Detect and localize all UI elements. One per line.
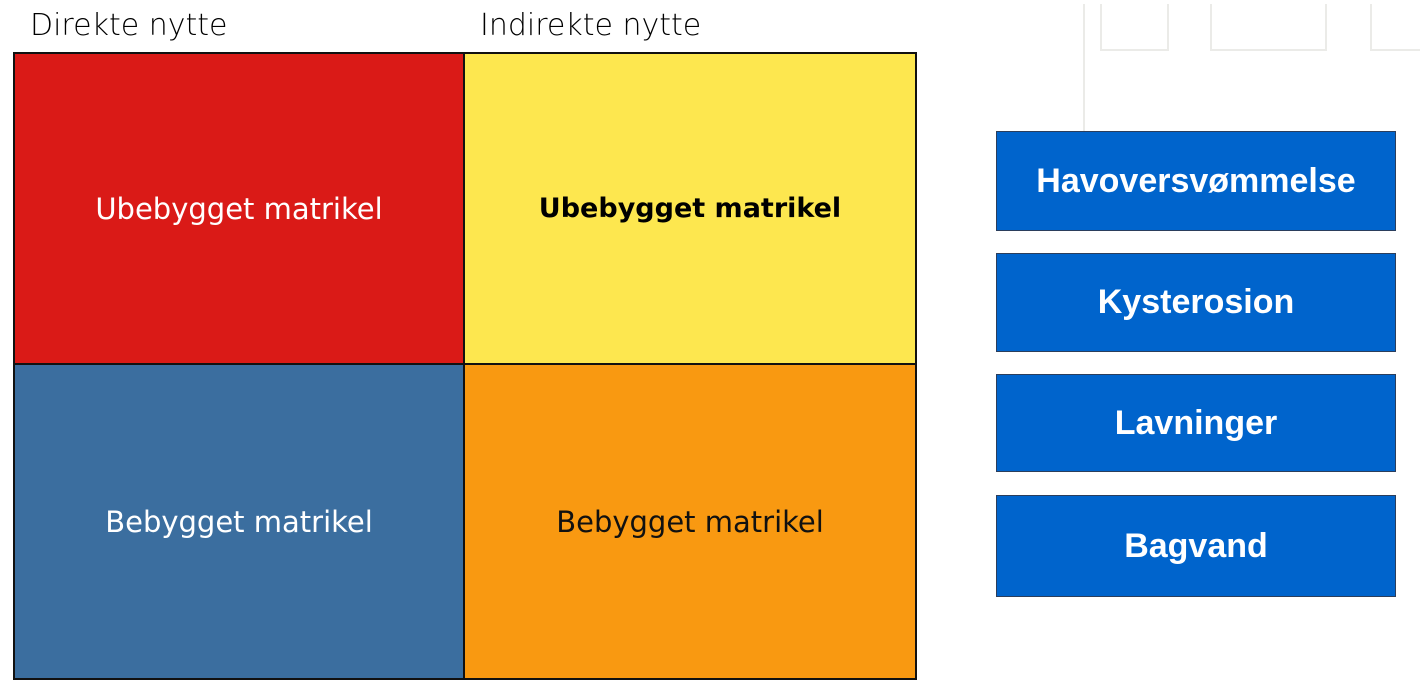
cell-direct-unbuilt: Ubebygget matrikel	[15, 54, 465, 365]
benefit-matrix: Ubebygget matrikel Ubebygget matrikel Be…	[13, 52, 917, 680]
hazard-box-sea-flooding: Havoversvømmelse	[996, 131, 1396, 231]
hazard-box-depressions: Lavninger	[996, 374, 1396, 472]
cell-indirect-built: Bebygget matrikel	[465, 365, 915, 678]
hazard-box-backwater: Bagvand	[996, 495, 1396, 597]
direct-benefit-header: Direkte nytte	[30, 8, 228, 43]
cell-indirect-unbuilt: Ubebygget matrikel	[465, 54, 915, 365]
cell-direct-built: Bebygget matrikel	[15, 365, 465, 678]
indirect-benefit-header: Indirekte nytte	[480, 8, 702, 43]
hazard-box-coastal-erosion: Kysterosion	[996, 253, 1396, 352]
